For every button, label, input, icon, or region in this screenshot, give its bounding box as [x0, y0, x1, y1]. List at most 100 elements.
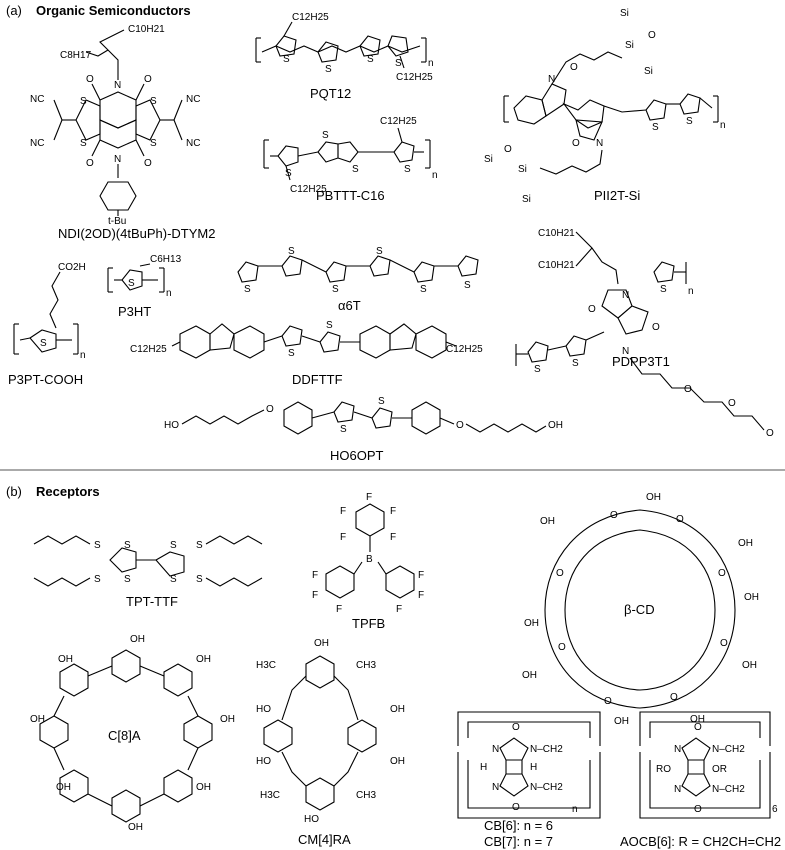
aocb-o-2: O [694, 804, 702, 815]
bcd-o-2: O [676, 514, 684, 525]
tpfb-f-7: F [312, 590, 318, 601]
atom-s-4: S [150, 138, 157, 149]
pii-s-1: S [652, 122, 659, 133]
atom-o-3: O [86, 158, 94, 169]
structure-pdpp3t1: C10H21 C10H21 N O O N S n S S O O O [515, 228, 774, 439]
bcd-o-7: O [558, 642, 566, 653]
ddfttf-s-2: S [326, 320, 333, 331]
tpfb-f-9: F [418, 570, 424, 581]
ddfttf-c12h25-left: C12H25 [130, 344, 167, 355]
aocb-n-2: N [674, 784, 681, 795]
pii-s-2: S [686, 116, 693, 127]
pqt-s-2: S [325, 64, 332, 75]
cm4ra-ho-1: HO [256, 704, 271, 715]
structure-pqt12: S S S S C12H25 C12H25 n [255, 12, 434, 83]
label-cm4ra: CM[4]RA [298, 832, 351, 847]
atom-o-4: O [144, 158, 152, 169]
label-tpt-ttf: TPT-TTF [126, 594, 178, 609]
atom-cn-2: NC [30, 138, 44, 149]
pdpp-o-5: O [766, 428, 774, 439]
structure-ndi-dtym2: C10H21 C8H17 N N O O O O S S S S NC NC N… [30, 24, 200, 227]
structure-p3ht: C6H13 S n [107, 254, 182, 299]
bcd-oh-4: OH [742, 660, 757, 671]
structure-alpha6t: S S S S S S [237, 246, 479, 295]
pii-n-2: N [596, 138, 603, 149]
pbttt-s-2: S [322, 130, 329, 141]
c8a-oh-5: OH [128, 822, 143, 833]
aocb-n-1: N [674, 744, 681, 755]
panel-a-tag: (a) [6, 3, 22, 18]
a6t-s-2: S [288, 246, 295, 257]
cm4ra-ho-3: HO [304, 814, 319, 825]
cm4ra-ho-2: HO [256, 756, 271, 767]
pii-o-top: O [648, 30, 656, 41]
structure-tpfb: B F F F F F F F F F F F [312, 492, 424, 615]
structure-cm4ra: OH H3C CH3 HO OH HO OH H3C CH3 HO [256, 638, 405, 825]
tpfb-f-10: F [418, 590, 424, 601]
aocb-ro: RO [656, 764, 671, 775]
c8a-oh-6: OH [56, 782, 71, 793]
cbn-n-sub: n [572, 804, 578, 815]
cbn-nch2-1: N–CH2 [530, 744, 563, 755]
cm4ra-ch3-1: CH3 [356, 660, 376, 671]
pdpp-o-2: O [652, 322, 660, 333]
aocb-nch2-2: N–CH2 [712, 784, 745, 795]
bcd-o-3: O [718, 568, 726, 579]
cm4ra-h3c-1: H3C [256, 660, 276, 671]
pdpp-o-3: O [684, 384, 692, 395]
aocb-6-sub: 6 [772, 804, 778, 815]
pbttt-c12h25-bottom: C12H25 [290, 184, 327, 195]
tpfb-f-5: F [390, 532, 396, 543]
tpt-s-5: S [94, 540, 101, 551]
tpt-s-2: S [124, 574, 131, 585]
tpt-s-3: S [170, 540, 177, 551]
pii-si-bot-2: Si [522, 194, 531, 205]
tpfb-f-1: F [366, 492, 372, 503]
bcd-o-6: O [604, 696, 612, 707]
pdpp-s-2: S [572, 358, 579, 369]
cbn-h-2: H [530, 762, 537, 773]
atom-o-1: O [86, 74, 94, 85]
a6t-s-5: S [420, 284, 427, 295]
pdpp-s-3: S [534, 364, 541, 375]
label-ho6opt: HO6OPT [330, 448, 384, 463]
pdpp-o-1: O [588, 304, 596, 315]
tpfb-b: B [366, 554, 373, 565]
bcd-oh-1: OH [646, 492, 661, 503]
pbttt-s-4: S [404, 164, 411, 175]
structure-pbttt: S S S S C12H25 C12H25 n [263, 116, 438, 195]
ho6opt-o-2: O [456, 420, 464, 431]
pdpp-n-sub: n [688, 286, 694, 297]
aocb-or: OR [712, 764, 727, 775]
structure-ho6opt: HO O S S O OH [164, 396, 563, 435]
cbn-n-1: N [492, 744, 499, 755]
a6t-s-3: S [332, 284, 339, 295]
tpfb-f-8: F [336, 604, 342, 615]
panel-b-tag: (b) [6, 484, 22, 499]
structure-pii2t-si: N O N O S S Si Si O Si Si Si O Si n [484, 8, 726, 205]
pii-o-1: O [570, 62, 578, 73]
atom-c8h17: C8H17 [60, 50, 92, 61]
label-ndi-dtym2: NDI(2OD)(4tBuPh)-DTYM2 [58, 226, 215, 241]
tpfb-f-4: F [340, 532, 346, 543]
pqt-n: n [428, 58, 434, 69]
a6t-s-4: S [376, 246, 383, 257]
atom-cn-4: NC [186, 138, 200, 149]
label-aocb6: AOCB[6]: R = CH2CH=CH2 [620, 834, 781, 849]
c8a-oh-8: OH [58, 654, 73, 665]
c8a-oh-7: OH [30, 714, 45, 725]
bcd-oh-7: OH [522, 670, 537, 681]
pii-si-bot: Si [518, 164, 527, 175]
ho6opt-oh: OH [548, 420, 563, 431]
p3pt-co2h: CO2H [58, 262, 86, 273]
c8a-oh-3: OH [220, 714, 235, 725]
pdpp-s-1: S [660, 284, 667, 295]
structure-beta-cd: O O O O O O O O OH OH OH OH OH OH OH OH … [522, 492, 759, 727]
label-cb7: CB[7]: n = 7 [484, 834, 553, 849]
panel-a-heading: Organic Semiconductors [36, 3, 191, 18]
atom-s-3: S [150, 96, 157, 107]
tpfb-f-2: F [340, 506, 346, 517]
c8a-oh-1: OH [130, 634, 145, 645]
bcd-oh-9: OH [540, 516, 555, 527]
